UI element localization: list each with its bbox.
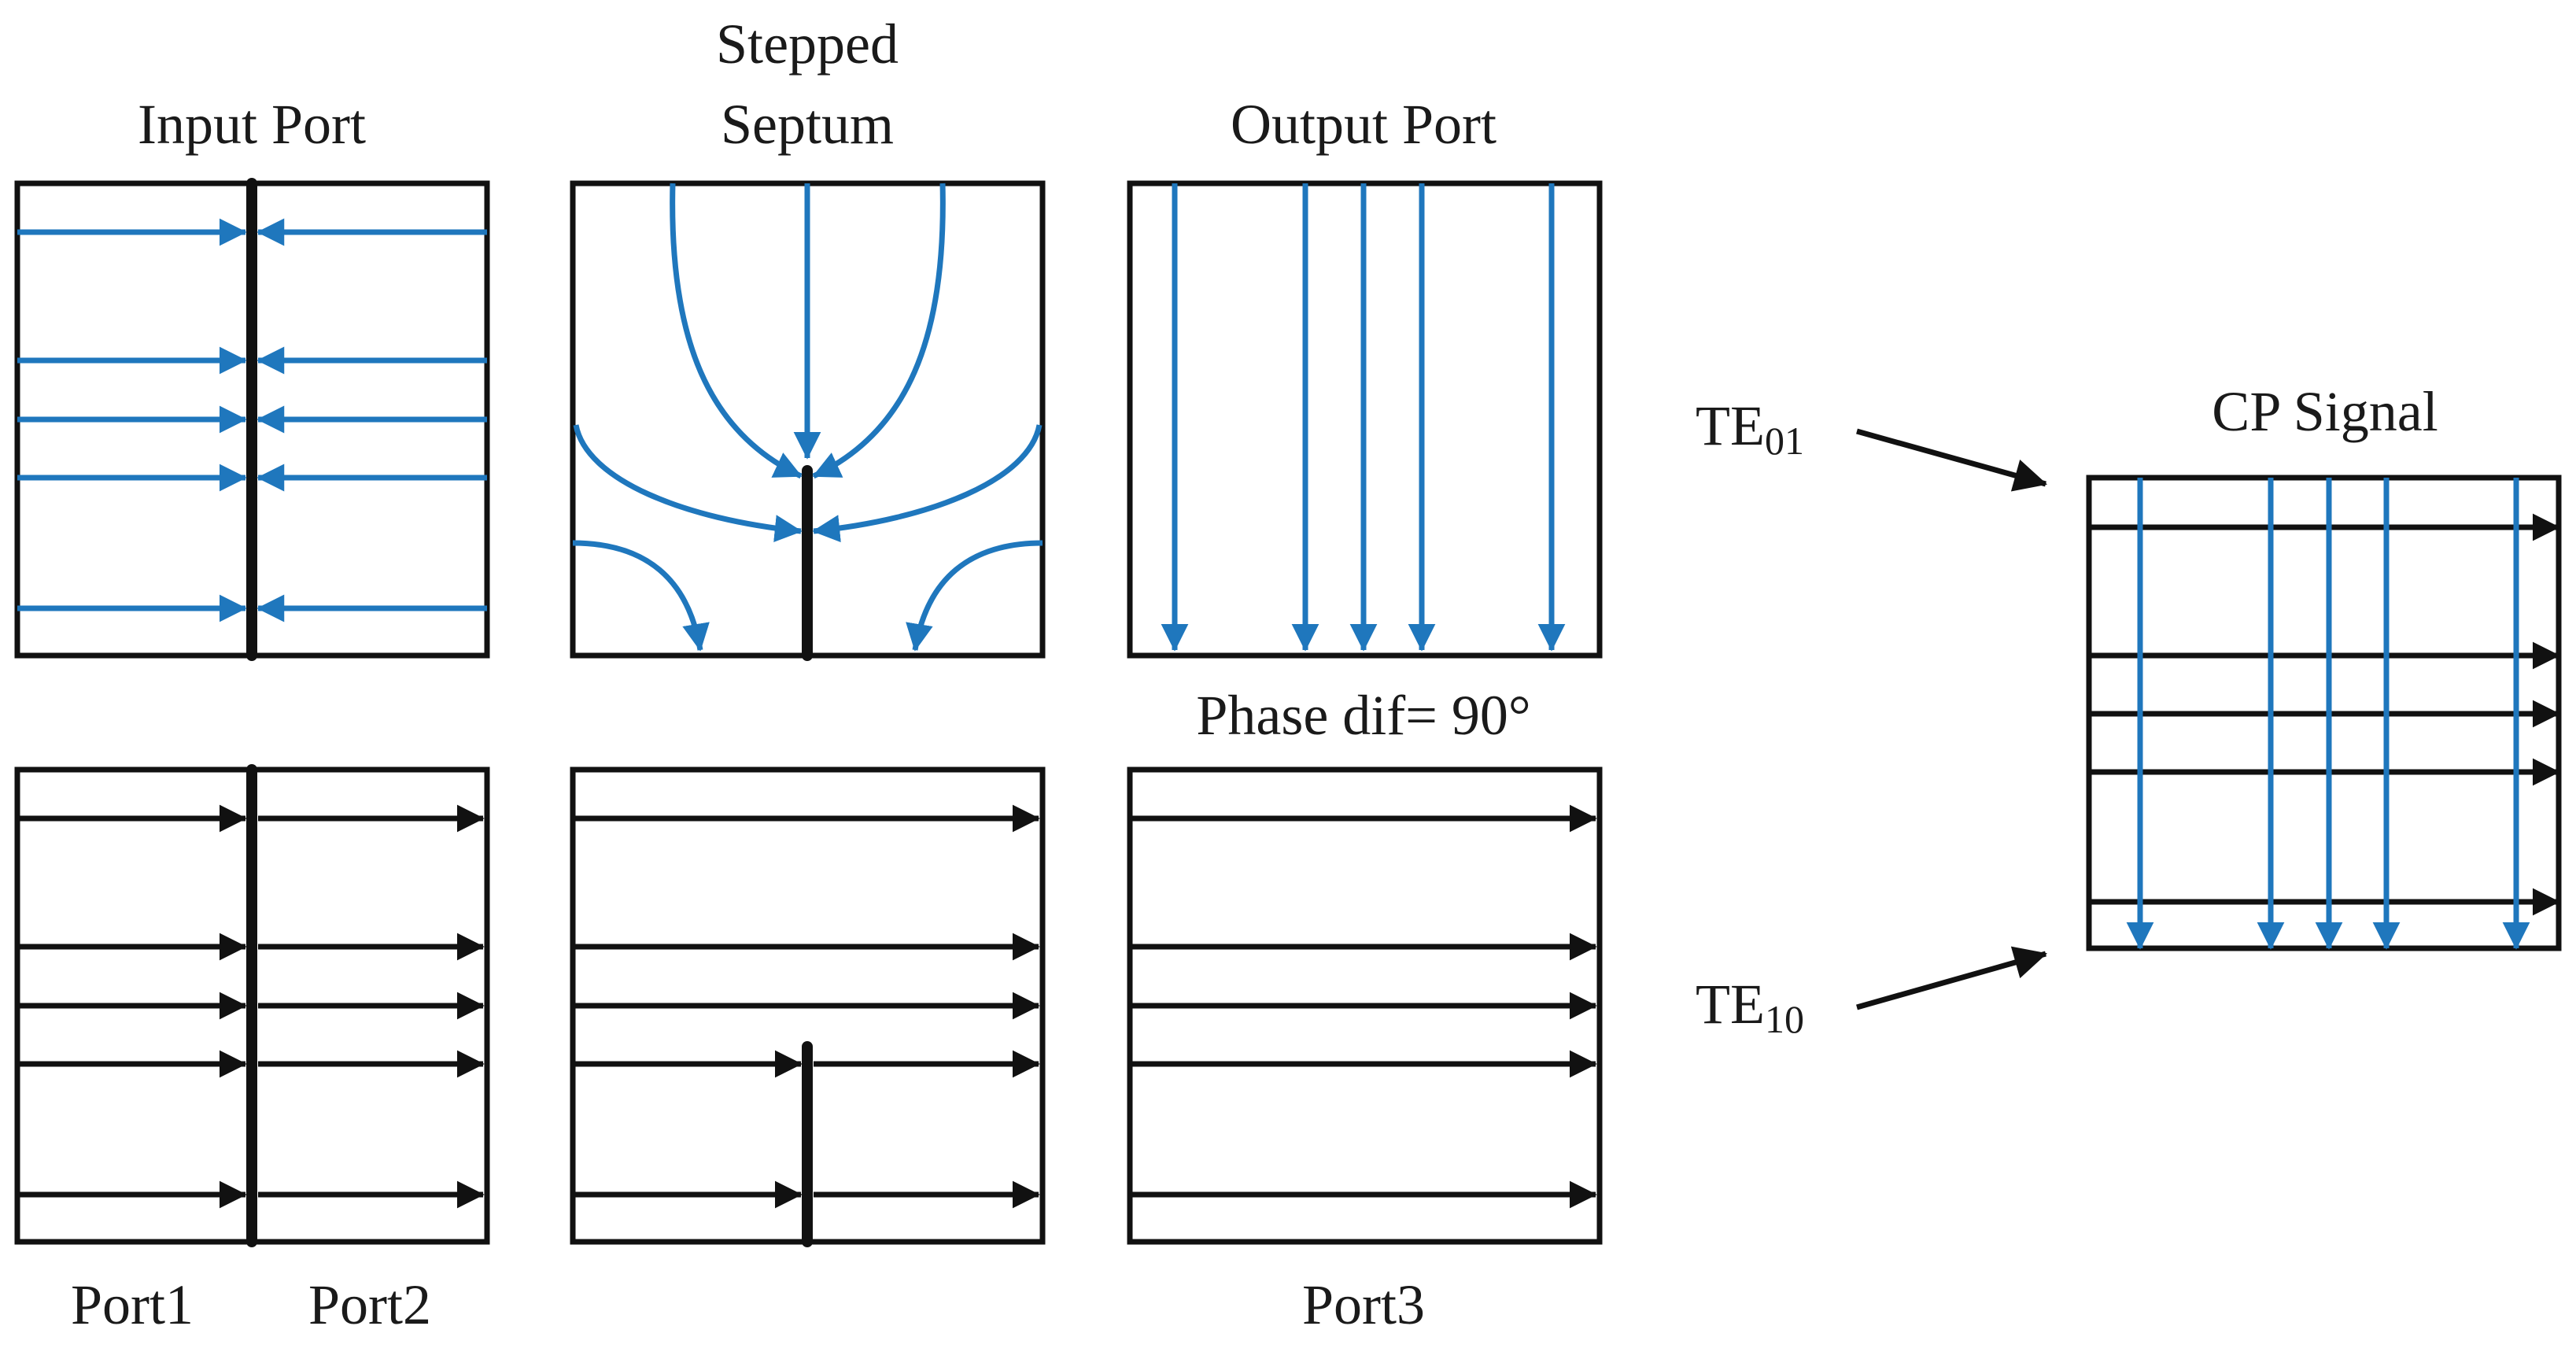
te10-base: TE	[1696, 973, 1765, 1036]
output-port-top-panel	[1127, 180, 1603, 659]
te10-subscript: 10	[1765, 997, 1804, 1041]
phase-difference-label: Phase dif= 90°	[1196, 684, 1530, 747]
input-port-bottom-panel	[14, 764, 490, 1247]
field-line	[572, 540, 710, 652]
stepped-septum-top-panel	[570, 180, 1046, 661]
field-line	[670, 183, 803, 479]
svg-text:TE10: TE10	[1696, 973, 1804, 1041]
input-port-top-panel	[14, 178, 490, 661]
te01-subscript: 01	[1765, 419, 1804, 463]
field-line	[812, 424, 1043, 543]
field-line	[812, 183, 946, 479]
stepped-septum-title-line2: Septum	[721, 93, 894, 156]
svg-text:TE01: TE01	[1696, 394, 1804, 463]
port3-label: Port3	[1302, 1273, 1425, 1336]
port2-label: Port2	[308, 1273, 431, 1336]
field-line	[573, 424, 803, 543]
input-port-title: Input Port	[138, 93, 366, 156]
stepped-septum-title-line1: Stepped	[716, 13, 899, 76]
stepped-septum-bottom-panel	[570, 766, 1046, 1247]
cp-signal-panel	[2086, 475, 2562, 951]
output-port-title: Output Port	[1231, 93, 1497, 156]
field-line	[906, 540, 1043, 652]
te01-label: TE01	[1696, 394, 1804, 463]
te01-pointer-arrow	[1856, 428, 2048, 492]
port1-label: Port1	[71, 1273, 194, 1336]
output-port-bottom-panel	[1127, 766, 1603, 1245]
te01-base: TE	[1696, 394, 1765, 457]
cp-signal-title: CP Signal	[2212, 380, 2438, 443]
te10-pointer-arrow	[1856, 946, 2048, 1010]
te10-label: TE10	[1696, 973, 1804, 1041]
